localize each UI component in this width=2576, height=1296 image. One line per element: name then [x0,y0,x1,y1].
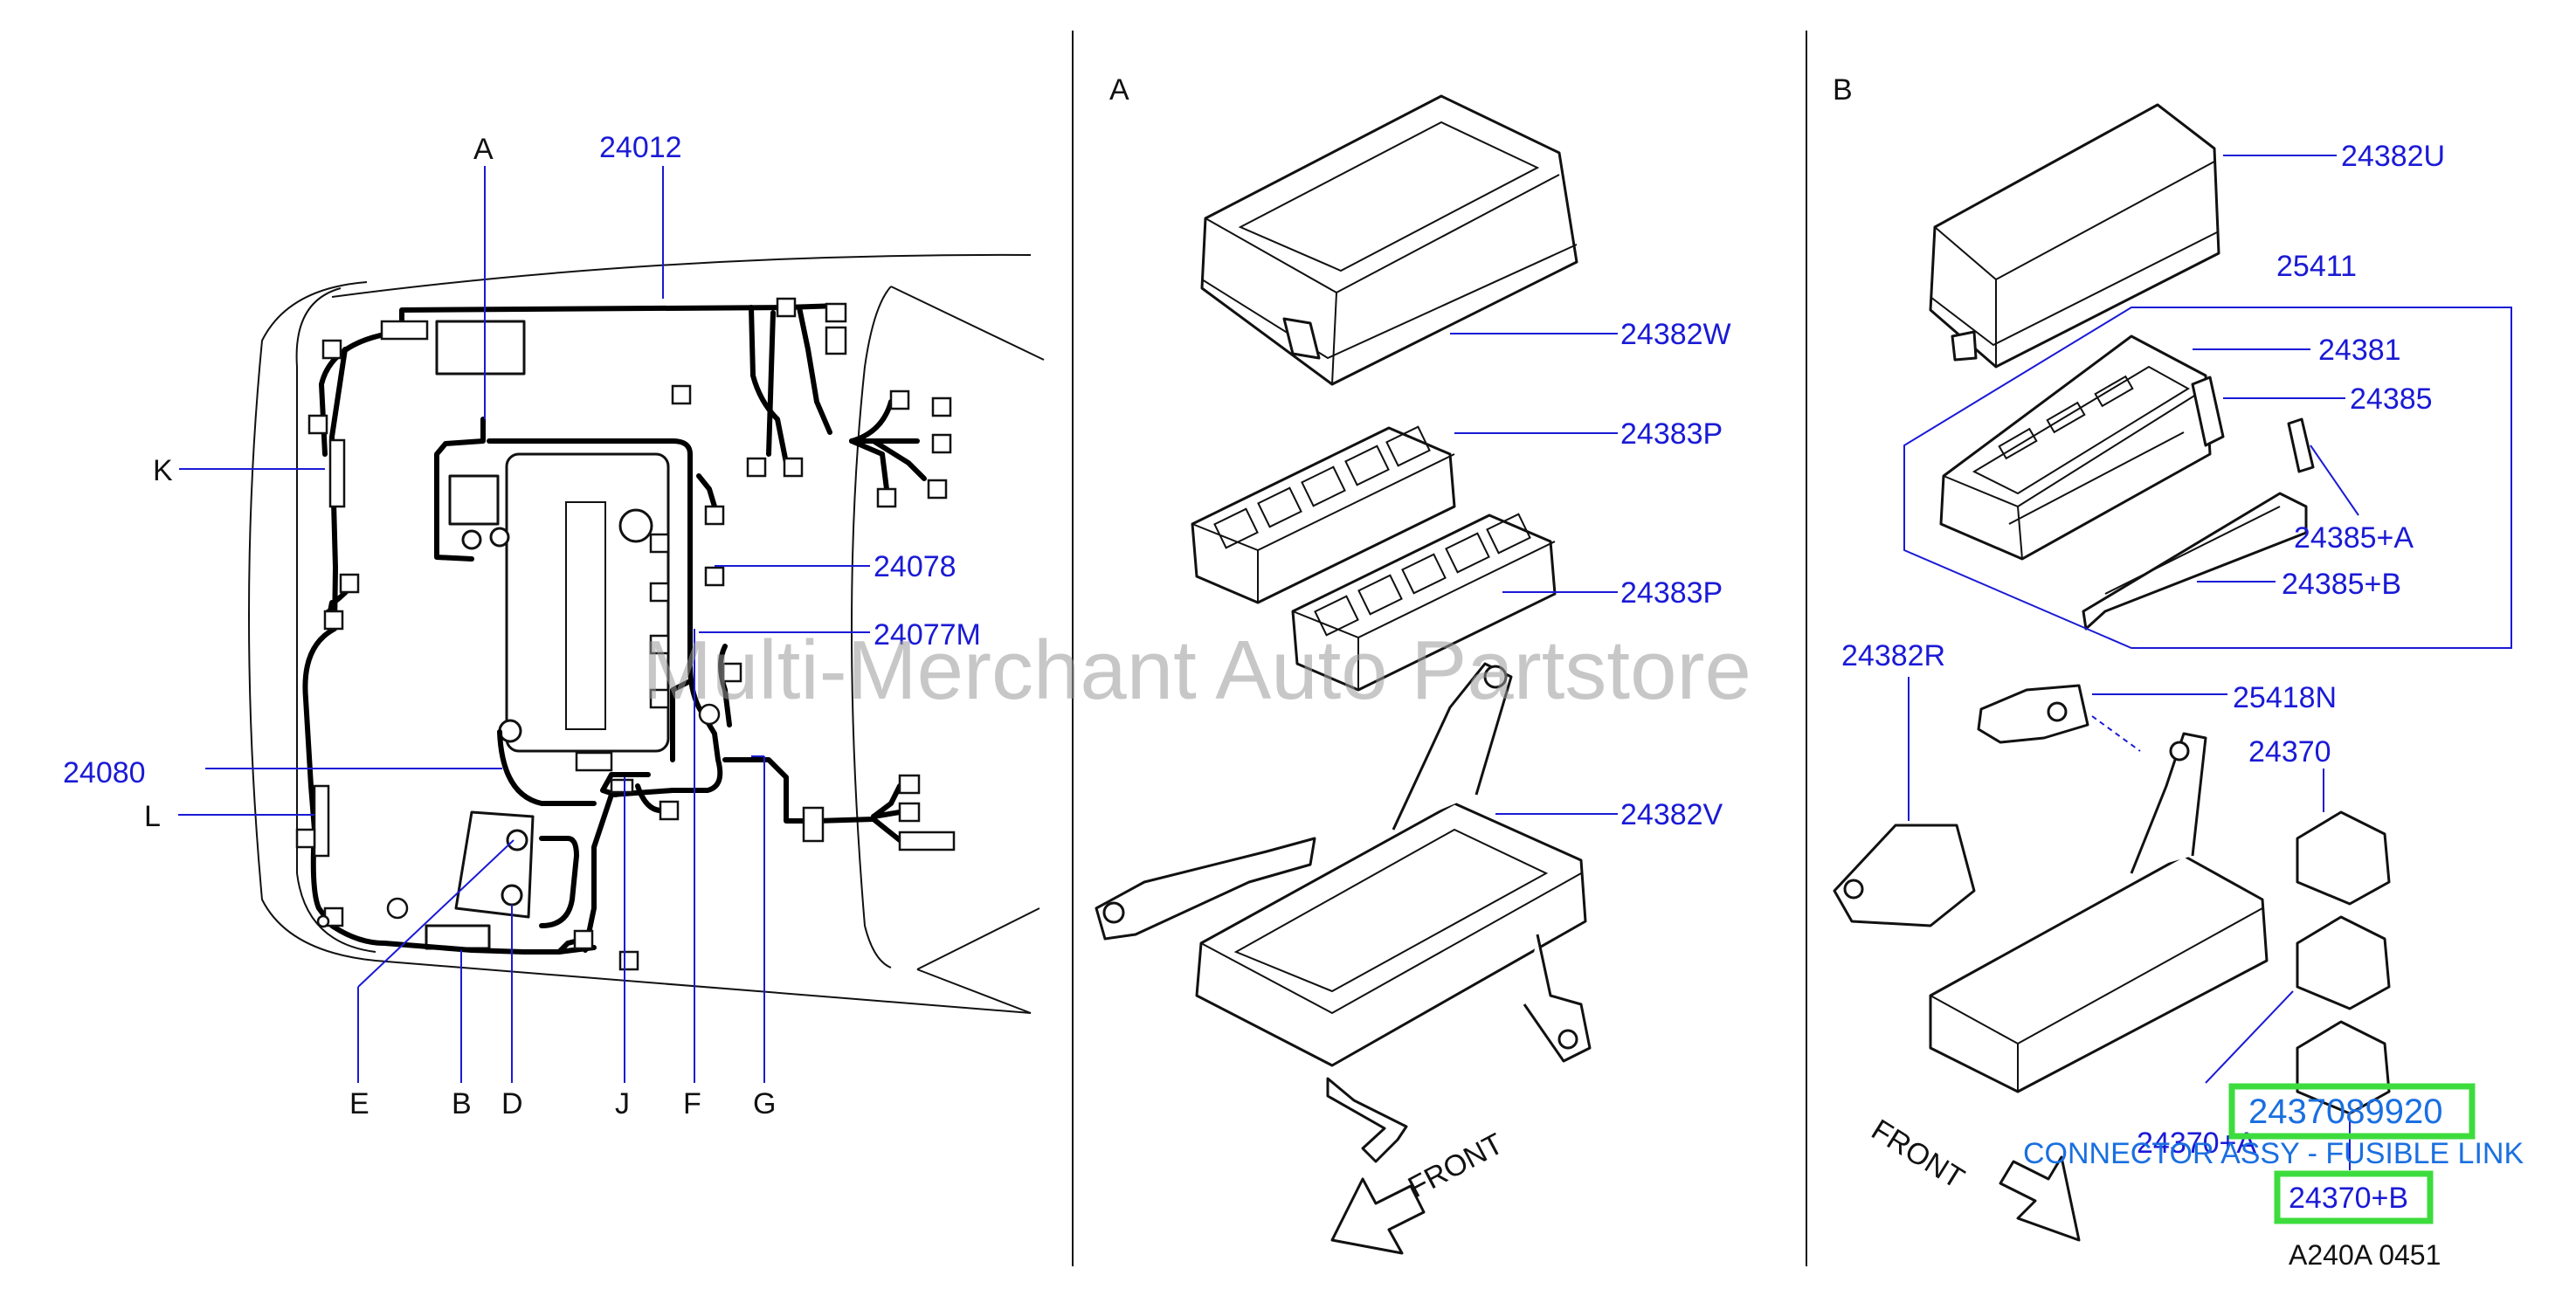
part-label-24080[interactable]: 24080 [63,756,146,789]
panel-a-title: A [1109,73,1129,107]
part-label-24381[interactable]: 24381 [2318,334,2401,367]
fuse-box-a-drawing [1095,94,1592,1255]
callout-L: L [144,800,161,833]
part-label-24385A[interactable]: 24385+A [2294,521,2414,555]
highlight-part-ref[interactable]: 24370+B [2289,1182,2408,1215]
highlight-part-number[interactable]: 2437089920 [2248,1093,2442,1131]
part-label-24077M[interactable]: 24077M [874,618,981,651]
part-label-24370[interactable]: 24370 [2248,735,2331,769]
part-label-24383P-2[interactable]: 24383P [1620,576,1723,610]
middle-leader-lines [1450,333,1618,815]
callout-G: G [753,1087,776,1120]
callout-K: K [153,454,173,487]
part-label-25418N[interactable]: 25418N [2233,681,2337,714]
part-label-24385[interactable]: 24385 [2350,383,2433,416]
front-label-b: FRONT [1866,1113,1970,1196]
callout-B: B [452,1087,472,1120]
callout-A: A [473,133,494,166]
panel-b-title: B [1833,73,1853,107]
part-label-24385B[interactable]: 24385+B [2282,568,2401,601]
front-label-a: FRONT [1403,1127,1509,1205]
part-label-24382W[interactable]: 24382W [1620,318,1731,351]
highlight-description[interactable]: CONNECTOR ASSY - FUSIBLE LINK [2023,1137,2524,1170]
part-label-24078[interactable]: 24078 [874,550,957,583]
callout-J: J [615,1087,630,1120]
part-label-24382R[interactable]: 24382R [1841,639,1945,672]
part-label-24383P-1[interactable]: 24383P [1620,417,1723,451]
part-label-24382V[interactable]: 24382V [1620,798,1723,831]
callout-E: E [349,1087,369,1120]
engine-bay-drawing [248,253,1045,1014]
part-label-25411[interactable]: 25411 [2276,250,2357,283]
part-label-24370A[interactable]: 24370+A [2137,1127,2256,1160]
highlighted-part[interactable]: 2437089920 CONNECTOR ASSY - FUSIBLE LINK… [2023,1083,2524,1224]
fuse-box-b-drawing [1833,103,2391,1242]
diagram-code: A240A 0451 [2289,1239,2441,1271]
callout-D: D [501,1087,523,1120]
highlight-box-part-number[interactable] [2228,1083,2476,1140]
callout-F: F [683,1087,701,1120]
part-label-24382U[interactable]: 24382U [2341,140,2445,173]
part-label-24012[interactable]: 24012 [599,131,682,164]
watermark: Multi-Merchant Auto Partstore [642,624,1751,717]
highlight-box-part-ref[interactable] [2274,1170,2434,1224]
right-leader-lines [1903,155,2512,1170]
left-leader-lines [178,166,870,1083]
